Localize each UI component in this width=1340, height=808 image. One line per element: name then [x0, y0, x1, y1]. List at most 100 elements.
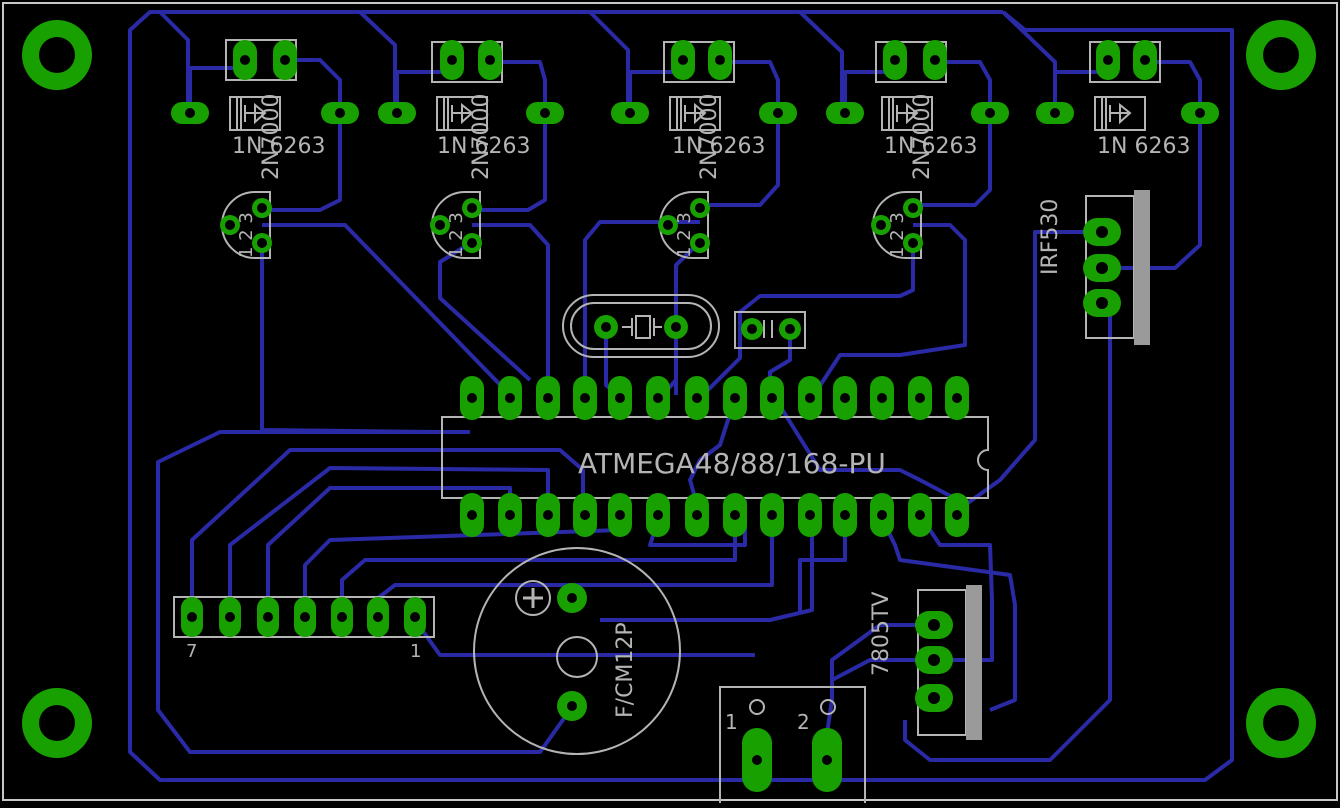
header-7pin-pad-6-drill [225, 612, 235, 622]
mcu-pin-top-3-drill [543, 393, 553, 403]
transistor-4-pin-numbers: 1 2 3 [887, 212, 908, 258]
transistor-q1-outline [221, 191, 271, 259]
mcu-pin-bottom-13-drill [915, 510, 925, 520]
diode-symbol-3 [676, 98, 707, 130]
capacitor-pad-2-drill [785, 324, 795, 334]
mosfet-pad-2-drill [1096, 262, 1108, 274]
diode-label-2: 1N 6263 [437, 134, 530, 159]
header-3-pin-1-drill [678, 55, 688, 65]
terminal-pad-1-drill [752, 755, 762, 765]
transistor-2-pin-3-drill [467, 238, 477, 248]
mcu-pin-top-6-drill [653, 393, 663, 403]
diode-label-1: 1N 6263 [232, 134, 325, 159]
mcu-pin-top-1-drill [467, 393, 477, 403]
buzzer-outline [473, 547, 681, 755]
mcu-pin-top-2-drill [505, 393, 515, 403]
mcu-pin-top-4-drill [580, 393, 590, 403]
diode-3-pad-a-drill [625, 108, 635, 118]
transistor-3-pin-1-drill [663, 220, 673, 230]
buzzer-pad-plus-drill [567, 593, 577, 603]
mounting-hole-tl-drill [39, 37, 75, 73]
transistor-3-pin-2-drill [695, 203, 705, 213]
transistor-2-pin-numbers: 1 2 3 [446, 212, 467, 258]
buzzer-pad-minus-drill [567, 701, 577, 711]
header-5-pin-2-drill [1140, 55, 1150, 65]
header-1-pin-1-drill [240, 55, 250, 65]
diode-label-4: 1N 6263 [884, 134, 977, 159]
regulator-label: 7805TV [869, 592, 894, 676]
diode-symbols [236, 98, 1132, 608]
mcu-pin-bottom-7-drill [692, 510, 702, 520]
transistor-label-2: 2N7000 [469, 94, 494, 180]
buzzer-plus-circle [515, 580, 551, 616]
pad-elements [171, 40, 1219, 792]
header-3-pin-2-drill [715, 55, 725, 65]
mcu-pin-top-11-drill [840, 393, 850, 403]
header-j3-outline [663, 41, 735, 83]
transistor-2-pin-1-drill [435, 220, 445, 230]
mcu-pin-bottom-6-drill [653, 510, 663, 520]
crystal-inner-outline [570, 302, 712, 350]
mcu-label: ATMEGA48/88/168-PU [578, 447, 886, 480]
terminal-hole-1 [749, 699, 765, 715]
plus-icon [523, 588, 543, 608]
header-pin-1-label: 1 [410, 641, 421, 662]
mcu-pin-bottom-11-drill [840, 510, 850, 520]
mcu-pin-bottom-10-drill [805, 510, 815, 520]
diode-label-5: 1N 6263 [1097, 134, 1190, 159]
terminal-pin-2-label: 2 [797, 710, 810, 734]
buzzer-center [556, 636, 598, 678]
header-4-pin-1-drill [890, 55, 900, 65]
diode-d1-outline [229, 96, 281, 131]
transistor-q2-outline [431, 191, 481, 259]
mosfet-pad-1-drill [1096, 226, 1108, 238]
diode-3-pad-k-drill [773, 108, 783, 118]
mcu-pin-top-8-drill [730, 393, 740, 403]
mcu-pin-bottom-12-drill [877, 510, 887, 520]
mcu-pin-top-13-drill [915, 393, 925, 403]
crystal-outline [562, 294, 720, 358]
capacitor-outline [734, 311, 806, 349]
diode-d2-outline [436, 96, 488, 131]
mosfet-label: IRF530 [1038, 199, 1063, 275]
header-2-pin-2-drill [485, 55, 495, 65]
header-7pin-pad-1-drill [410, 612, 420, 622]
diode-2-pad-k-drill [540, 108, 550, 118]
transistor-1-pin-3-drill [257, 238, 267, 248]
capacitor-pad-1-drill [747, 324, 757, 334]
header-7pin-pad-7-drill [187, 612, 197, 622]
copper-pads [22, 20, 1316, 758]
transistor-1-pin-1-drill [225, 220, 235, 230]
header-4-pin-2-drill [930, 55, 940, 65]
header-5-pin-1-drill [1103, 55, 1113, 65]
mcu-pin-top-7-drill [692, 393, 702, 403]
diode-d4-outline [881, 96, 933, 131]
diode-4-pad-a-drill [840, 108, 850, 118]
header-2-pin-1-drill [447, 55, 457, 65]
mounting-hole-tr-drill [1263, 37, 1299, 73]
mcu-pin-top-14-drill [952, 393, 962, 403]
diode-d5-outline [1094, 96, 1146, 131]
diode-label-3: 1N 6263 [672, 134, 765, 159]
silk-labels: 1N 6263 1N 6263 1N 6263 1N 6263 1N 6263 … [186, 94, 1190, 734]
mcu-pin-bottom-4-drill [580, 510, 590, 520]
mounting-hole-br-drill [1263, 705, 1299, 741]
crystal-pad-1-drill [601, 322, 611, 332]
diode-symbol-4 [888, 98, 919, 130]
transistor-label-3: 2N7000 [697, 94, 722, 180]
mcu-pin-top-5-drill [615, 393, 625, 403]
transistor-4-pin-1-drill [876, 220, 886, 230]
crystal-symbol [622, 315, 662, 339]
regulator-pad-3-drill [928, 692, 940, 704]
diode-5-pad-a-drill [1050, 108, 1060, 118]
header-7pin-outline [173, 596, 435, 638]
header-j5-outline [1089, 41, 1161, 83]
header-7pin-pad-2-drill [373, 612, 383, 622]
header-pin-7-label: 7 [186, 641, 197, 662]
transistor-3-pin-numbers: 1 2 3 [674, 212, 695, 258]
regulator-pad-1-drill [928, 619, 940, 631]
